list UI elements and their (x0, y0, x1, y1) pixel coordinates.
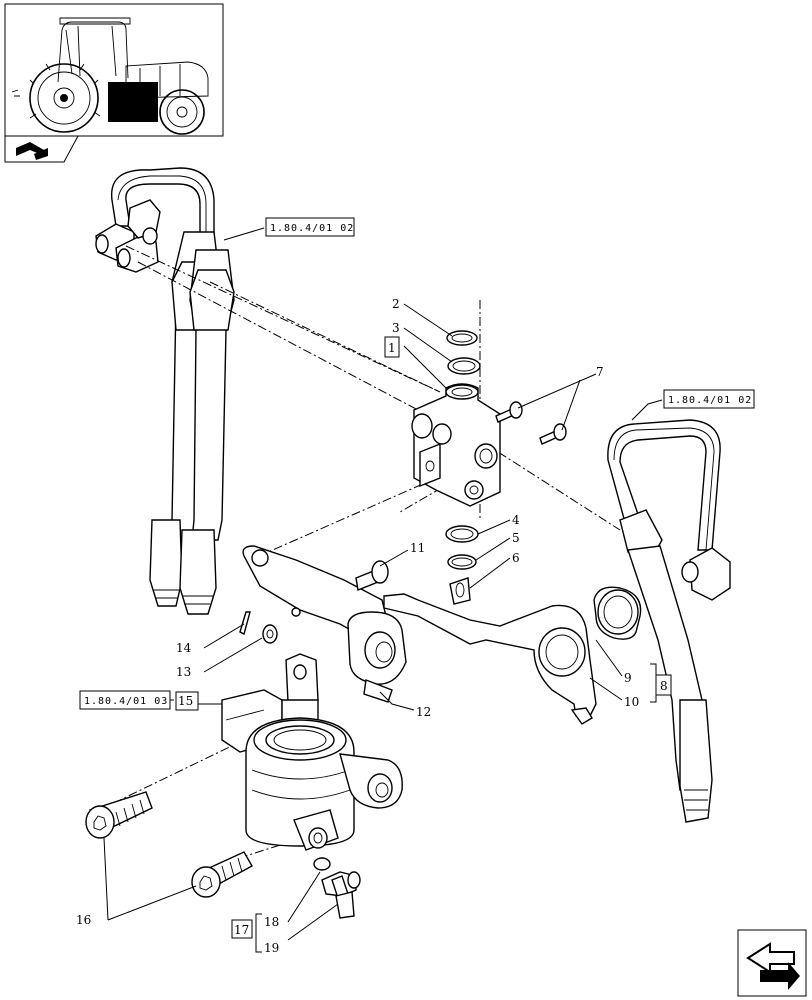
callout-19: 19 (264, 941, 279, 955)
callout-18: 18 (264, 915, 279, 929)
callout-10: 10 (624, 695, 639, 709)
callout-15-box (175, 691, 199, 711)
callout-16: 16 (76, 913, 91, 927)
lift-cylinder (221, 653, 403, 851)
callout-9: 9 (624, 671, 632, 685)
callout-5: 5 (512, 531, 520, 545)
bolt-item-11 (355, 560, 389, 591)
ref-left-bottom: 1.80.4/01 03 (84, 696, 168, 707)
callout-8-box (655, 674, 672, 696)
callout-13: 13 (176, 665, 191, 679)
callout-1: 1 (388, 341, 396, 355)
seals-4-5-6 (445, 525, 479, 605)
section-arrow-icon[interactable] (4, 135, 79, 163)
valve-block (411, 330, 501, 507)
next-page-arrow-icon[interactable] (737, 929, 807, 997)
callout-labels: 2 3 1 7 4 5 6 11 14 13 12 9 10 8 15 16 1… (76, 297, 672, 955)
callout-17-box (231, 919, 253, 939)
callout-3: 3 (392, 321, 400, 335)
ref-left-top: 1.80.4/01 02 (270, 223, 354, 234)
screws-item-16 (85, 791, 253, 898)
callout-17: 17 (234, 923, 249, 937)
callout-15: 15 (178, 694, 193, 708)
callout-7: 7 (596, 365, 604, 379)
callout-12: 12 (416, 705, 431, 719)
reference-boxes[interactable]: 1.80.4/01 02 1.80.4/01 02 1.80.4/01 03 (79, 217, 755, 710)
ref-box-left-top[interactable] (265, 217, 355, 237)
ref-box-left-bottom[interactable] (79, 690, 171, 710)
callout-14: 14 (176, 641, 192, 655)
tractor-thumbnail (4, 3, 224, 137)
callout-1-box (384, 336, 400, 358)
ref-box-right[interactable] (663, 389, 755, 409)
callout-2: 2 (392, 297, 400, 311)
left-hose-assembly (95, 167, 235, 615)
callout-4: 4 (512, 513, 520, 527)
callout-11: 11 (410, 541, 425, 555)
screws-item-7 (495, 401, 567, 445)
right-hose-assembly (607, 419, 731, 823)
pin-and-washer (239, 611, 278, 644)
link-bracket (383, 586, 642, 725)
callout-6: 6 (512, 551, 520, 565)
callout-8: 8 (660, 679, 668, 693)
ref-right: 1.80.4/01 02 (668, 395, 752, 406)
lever-arm (242, 545, 407, 703)
fitting-17-18-19 (313, 857, 361, 919)
leader-lines (103, 227, 663, 953)
